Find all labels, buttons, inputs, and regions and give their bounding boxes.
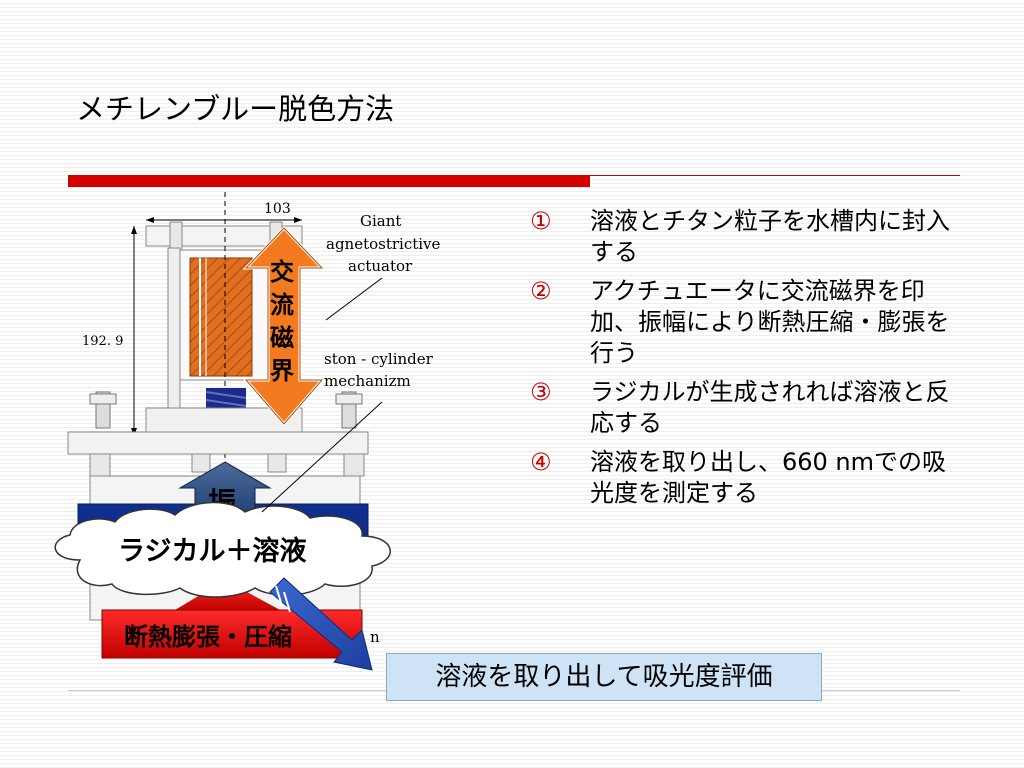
slide-title: メチレンブルー脱色方法 [76,92,395,126]
evaluation-box: 溶液を取り出して吸光度評価 [386,653,822,701]
procedure-step-2: ② アクチュエータに交流磁界を印加、振幅により断熱圧縮・膨張を行う [530,276,950,369]
partial-label: n [370,628,380,646]
magnetic-char-1: 交 [270,258,294,286]
step-text: ラジカルが生成されれば溶液と反応する [590,378,950,437]
step-number: ④ [530,448,552,476]
actuator-label: Giant agnetostrictive actuator [326,212,441,275]
actuator-label-line2: agnetostrictive [326,235,441,253]
title-underline-thin [590,175,960,176]
adiabatic-label: 断熱膨張・圧縮 [124,623,292,651]
magnetic-char-4: 界 [270,357,294,385]
procedure-step-1: ① 溶液とチタン粒子を水槽内に封入する [530,206,950,268]
dimension-width: 103 [146,201,302,223]
extraction-arrow [269,577,373,671]
step-text: 溶液を取り出し、660 nmでの吸光度を測定する [590,448,947,507]
procedure-step-3: ③ ラジカルが生成されれば溶液と反応する [530,377,950,439]
piston-label-line2: mechanizm [324,372,411,390]
step-text: アクチュエータに交流磁界を印加、振幅により断熱圧縮・膨張を行う [590,277,950,367]
procedure-step-4: ④ 溶液を取り出し、660 nmでの吸光度を測定する [530,447,950,509]
procedure-list: ① 溶液とチタン粒子を水槽内に封入する ② アクチュエータに交流磁界を印加、振幅… [530,206,950,517]
dimension-height: 192. 9 [82,226,137,436]
actuator-label-line3: actuator [348,257,413,275]
step-text: 溶液とチタン粒子を水槽内に封入する [590,207,950,266]
actuator-label-line1: Giant [360,212,401,230]
dimension-width-label: 103 [264,201,291,217]
title-underline-red [68,175,590,187]
step-number: ③ [530,378,552,406]
spring [205,388,247,410]
magnetic-field-arrow: 交 流 磁 界 [242,225,326,427]
magnetic-char-2: 流 [270,291,294,319]
magnetic-char-3: 磁 [270,324,294,352]
step-number: ① [530,207,552,235]
radical-cloud: ラジカル＋溶液 [54,501,391,598]
piston-label: ston - cylinder mechanizm [324,350,434,390]
dimension-height-label: 192. 9 [82,334,123,349]
cloud-label: ラジカル＋溶液 [118,535,306,567]
piston-label-line1: ston - cylinder [324,350,434,368]
step-number: ② [530,277,552,305]
